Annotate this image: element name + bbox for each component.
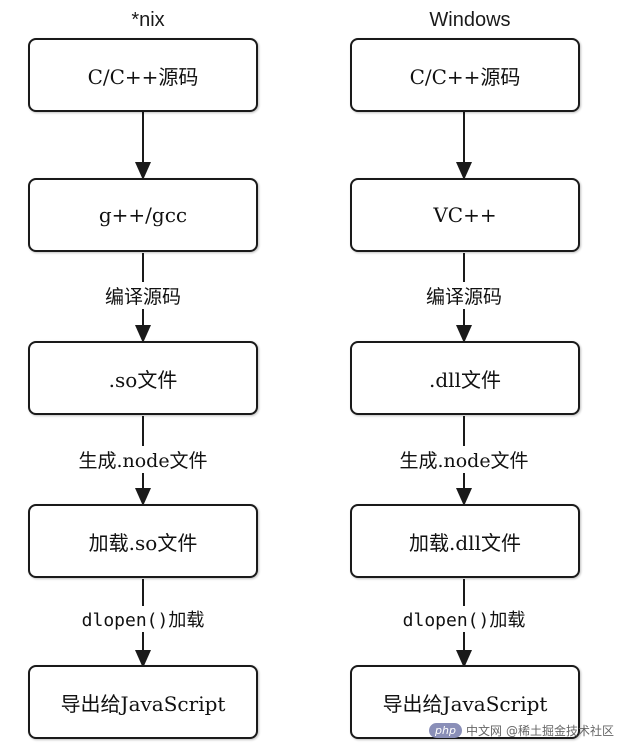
win-box-load-dll-label: 加载.dll文件 <box>409 530 521 555</box>
nix-box-compiler-label: g++/gcc <box>98 203 188 227</box>
php-logo: php <box>429 723 462 738</box>
win-box-dll-file: .dll文件 <box>350 341 580 415</box>
nix-box-source: C/C++源码 <box>28 38 258 112</box>
watermark-text: 中文网 <box>465 724 502 738</box>
column-title-nix: *nix <box>131 9 165 31</box>
win-box-source-label: C/C++源码 <box>409 64 521 89</box>
nix-box-load-so: 加载.so文件 <box>28 504 258 578</box>
nix-box-export-js: 导出给JavaScript <box>28 665 258 739</box>
win-edge-label-compile: 编译源码 <box>421 282 507 309</box>
win-box-export-js: 导出给JavaScript <box>350 665 580 739</box>
nix-box-load-so-label: 加载.so文件 <box>88 530 198 555</box>
win-box-dll-file-label: .dll文件 <box>429 367 501 392</box>
watermark: php 中文网 @稀土掘金技术社区 <box>429 722 614 739</box>
nix-edge-label-dlopen: dlopen()加载 <box>77 606 209 632</box>
nix-box-so-file-label: .so文件 <box>108 367 178 392</box>
win-box-source: C/C++源码 <box>350 38 580 112</box>
win-box-compiler: VC++ <box>350 178 580 252</box>
win-box-compiler-label: VC++ <box>433 203 497 227</box>
nix-edge-label-compile: 编译源码 <box>100 282 186 309</box>
nix-box-compiler: g++/gcc <box>28 178 258 252</box>
win-box-load-dll: 加载.dll文件 <box>350 504 580 578</box>
win-edge-label-dlopen: dlopen()加载 <box>398 606 530 632</box>
watermark-subtext: @稀土掘金技术社区 <box>505 724 614 738</box>
nix-box-so-file: .so文件 <box>28 341 258 415</box>
column-title-windows: Windows <box>429 9 511 31</box>
win-edge-label-generate-node: 生成.node文件 <box>395 446 533 473</box>
nix-box-source-label: C/C++源码 <box>87 64 199 89</box>
nix-edge-label-generate-node: 生成.node文件 <box>74 446 212 473</box>
nix-box-export-js-label: 导出给JavaScript <box>60 691 226 716</box>
win-box-export-js-label: 导出给JavaScript <box>382 691 548 716</box>
